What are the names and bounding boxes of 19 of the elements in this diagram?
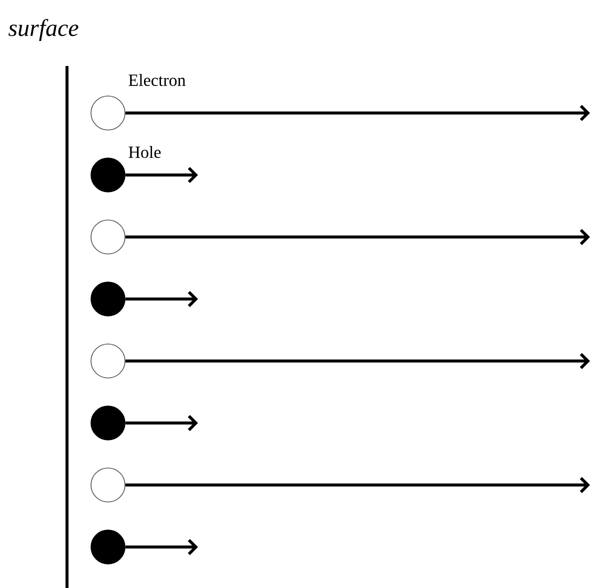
arrow [125,290,198,308]
open-circle [90,96,126,130]
filled-circle [90,282,126,316]
particle-label: Electron [128,74,186,86]
arrow [125,228,590,246]
filled-circle [90,158,126,192]
filled-circle [90,406,126,440]
open-circle [90,220,126,254]
arrow [125,352,590,370]
arrow [125,104,590,122]
open-circle [90,344,126,378]
arrow [125,538,198,556]
filled-circle [90,530,126,564]
particle-label: Hole [128,146,161,158]
open-circle [90,468,126,502]
surface-label: surface [8,19,78,41]
arrow [125,476,590,494]
arrow [125,166,198,184]
arrow [125,414,198,432]
